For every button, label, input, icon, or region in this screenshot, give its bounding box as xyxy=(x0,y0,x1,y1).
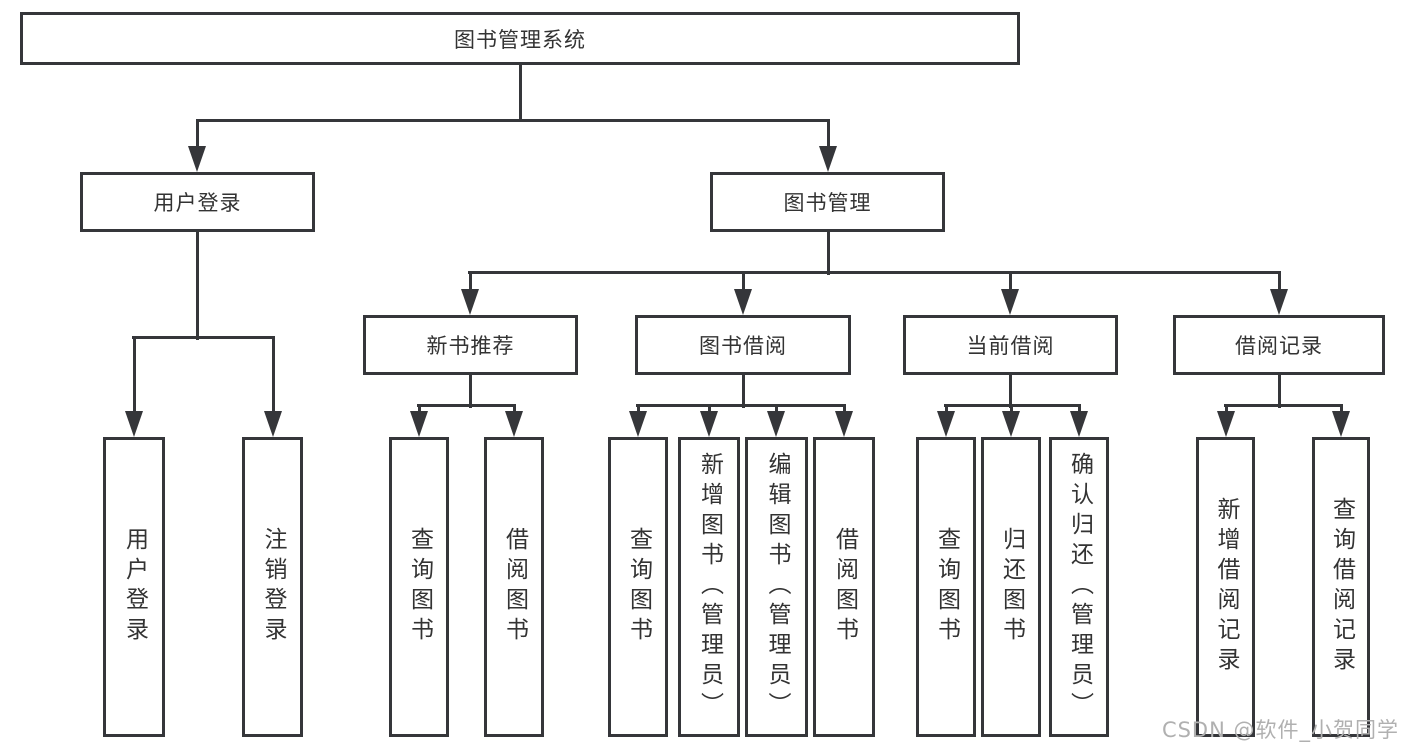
arrow-down-icon xyxy=(461,289,479,315)
arrow-down-icon xyxy=(188,146,206,172)
node-label: 新书推荐 xyxy=(426,334,515,358)
node-label: 图书管理系统 xyxy=(454,27,586,52)
watermark: CSDN @软件_小贺同学 xyxy=(1161,718,1399,742)
connector-line xyxy=(196,120,199,148)
connector-line xyxy=(1278,375,1281,408)
connector-line xyxy=(843,405,846,413)
connector-line xyxy=(1009,375,1012,408)
node-label: 新增借阅记录 xyxy=(1213,497,1239,677)
node-label: 编辑图书（管理员） xyxy=(764,452,790,722)
connector-line xyxy=(742,272,745,292)
arrow-down-icon xyxy=(1002,411,1020,437)
node-label: 用户登录 xyxy=(153,191,242,215)
connector-line xyxy=(469,375,472,408)
connector-line xyxy=(132,336,275,339)
node-user-login: 用户登录 xyxy=(80,172,315,232)
connector-line xyxy=(742,375,745,408)
node-label: 查询图书 xyxy=(406,527,433,647)
node-borrow-records: 借阅记录 xyxy=(1173,315,1385,375)
arrow-down-icon xyxy=(1270,289,1288,315)
node-current-borrow: 当前借阅 xyxy=(903,315,1118,375)
leaf-edit-book-admin: 编辑图书（管理员） xyxy=(745,437,808,737)
connector-line xyxy=(418,405,421,413)
connector-line xyxy=(1010,405,1013,413)
connector-line xyxy=(775,405,778,413)
node-label: 借阅图书 xyxy=(501,527,528,647)
arrow-down-icon xyxy=(734,289,752,315)
connector-line xyxy=(1340,405,1343,413)
connector-line xyxy=(133,337,136,413)
leaf-user-login: 用户登录 xyxy=(103,437,165,737)
connector-line xyxy=(1009,272,1012,292)
arrow-down-icon xyxy=(1001,289,1019,315)
connector-line xyxy=(196,119,830,122)
leaf-return-book: 归还图书 xyxy=(981,437,1041,737)
arrow-down-icon xyxy=(410,411,428,437)
leaf-confirm-return-admin: 确认归还（管理员） xyxy=(1049,437,1109,737)
connector-line xyxy=(417,404,516,407)
node-label: 图书管理 xyxy=(783,191,872,215)
arrow-down-icon xyxy=(1332,411,1350,437)
node-label: 借阅图书 xyxy=(831,527,858,647)
node-book-borrow: 图书借阅 xyxy=(635,315,851,375)
arrow-down-icon xyxy=(264,411,282,437)
node-label: 查询图书 xyxy=(625,527,652,647)
arrow-down-icon xyxy=(1070,411,1088,437)
connector-line xyxy=(1224,404,1343,407)
arrow-down-icon xyxy=(835,411,853,437)
leaf-add-borrow-record: 新增借阅记录 xyxy=(1196,437,1255,737)
node-book-management: 图书管理 xyxy=(710,172,945,232)
connector-line xyxy=(945,405,948,413)
arrow-down-icon xyxy=(937,411,955,437)
connector-line xyxy=(1278,272,1281,292)
arrow-down-icon xyxy=(1217,411,1235,437)
leaf-query-book-2: 查询图书 xyxy=(608,437,668,737)
arrow-down-icon xyxy=(819,146,837,172)
node-label: 查询借阅记录 xyxy=(1328,497,1355,677)
node-label: 归还图书 xyxy=(998,527,1025,647)
connector-line xyxy=(636,404,846,407)
connector-line xyxy=(827,120,830,148)
leaf-borrow-book-1: 借阅图书 xyxy=(484,437,544,737)
leaf-query-book-1: 查询图书 xyxy=(389,437,449,737)
connector-line xyxy=(1225,405,1228,413)
node-label: 图书借阅 xyxy=(699,334,787,358)
leaf-borrow-book-2: 借阅图书 xyxy=(813,437,875,737)
arrow-down-icon xyxy=(629,411,647,437)
arrow-down-icon xyxy=(767,411,785,437)
connector-line xyxy=(519,65,522,122)
connector-line xyxy=(1078,405,1081,413)
connector-line xyxy=(272,337,275,413)
connector-line xyxy=(196,232,199,340)
node-label: 用户登录 xyxy=(121,527,148,647)
node-library-system: 图书管理系统 xyxy=(20,12,1020,65)
arrow-down-icon xyxy=(505,411,523,437)
arrow-down-icon xyxy=(700,411,718,437)
connector-line xyxy=(469,272,472,292)
leaf-add-book-admin: 新增图书（管理员） xyxy=(678,437,740,737)
leaf-logout: 注销登录 xyxy=(242,437,303,737)
arrow-down-icon xyxy=(125,411,143,437)
node-label: 确认归还（管理员） xyxy=(1066,452,1093,722)
connector-line xyxy=(513,405,516,413)
node-label: 新增图书（管理员） xyxy=(696,452,723,722)
connector-line xyxy=(708,405,711,413)
node-label: 当前借阅 xyxy=(966,334,1055,358)
connector-line xyxy=(468,271,1281,274)
leaf-query-borrow-record: 查询借阅记录 xyxy=(1312,437,1370,737)
connector-line xyxy=(944,404,1081,407)
connector-line xyxy=(637,405,640,413)
node-label: 查询图书 xyxy=(933,527,960,647)
leaf-query-book-3: 查询图书 xyxy=(916,437,976,737)
node-new-book-recommend: 新书推荐 xyxy=(363,315,578,375)
connector-line xyxy=(827,232,830,275)
node-label: 注销登录 xyxy=(260,527,286,647)
node-label: 借阅记录 xyxy=(1235,334,1323,358)
